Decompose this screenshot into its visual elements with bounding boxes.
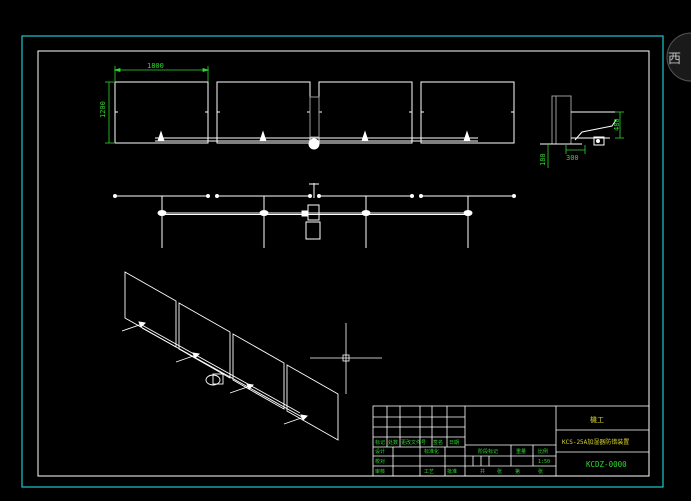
- watermark-badge: 西: [666, 32, 691, 82]
- plan-panel: [113, 194, 210, 248]
- front-drive-wheel: [308, 138, 320, 150]
- left-label-1: 校对: [375, 458, 385, 465]
- row-label-3: 签名: [433, 439, 443, 446]
- sheet-label-2: 第: [515, 468, 520, 475]
- project-name: KCS-25A加湿器防错装置: [562, 438, 629, 446]
- front-panel: [216, 81, 311, 144]
- iso-panel: [283, 364, 339, 441]
- inner-frame: [37, 50, 650, 477]
- title-block: [372, 405, 650, 477]
- front-view: [114, 81, 515, 150]
- mid-label-1: 重量: [516, 448, 526, 455]
- front-panel: [420, 81, 515, 144]
- iso-panel: [121, 271, 177, 348]
- outer-frame: [21, 35, 664, 488]
- side-motor: [593, 136, 605, 146]
- dim-side-height: 480: [613, 118, 621, 131]
- standard-label: 标准化: [424, 448, 439, 455]
- dim-panel-height: 1200: [99, 101, 107, 118]
- plan-view: [113, 183, 516, 248]
- dim-side-base: 180: [539, 153, 547, 166]
- plan-panel: [215, 194, 312, 248]
- plan-panel: [317, 194, 414, 248]
- iso-panel: [229, 333, 285, 410]
- sheet-label-3: 张: [538, 468, 543, 475]
- left-label-2: 审核: [375, 468, 385, 475]
- dim-side-width: 300: [566, 154, 579, 162]
- isometric-view: [121, 271, 339, 441]
- sheet-label-1: 张: [497, 468, 502, 475]
- sheet-label-0: 共: [480, 468, 485, 475]
- row-label-4: 日期: [449, 440, 459, 446]
- watermark-char: 西: [668, 52, 681, 67]
- left-label-0: 设计: [375, 448, 385, 455]
- iso-panel: [175, 302, 231, 379]
- side-dimensions: [547, 111, 624, 168]
- left-label-3: 工艺: [424, 469, 434, 475]
- mid-label-0: 阶段标记: [478, 448, 498, 455]
- row-label-0: 标记: [375, 439, 385, 446]
- side-view: [540, 95, 617, 146]
- scale-value: 1:50: [538, 459, 550, 465]
- front-dimensions: [105, 66, 210, 144]
- front-panel: [318, 81, 413, 144]
- drawing-number: KCDZ-0000: [586, 460, 627, 469]
- row-label-1: 处数: [388, 439, 398, 446]
- title-block-texts: 标记 处数 更改文件号 签名 日期 设计 标准化 校对 审核 工艺 批准 阶段标…: [375, 439, 550, 475]
- plan-drive-unit: [307, 204, 320, 221]
- plan-motor: [305, 221, 321, 240]
- dim-panel-width: 1800: [147, 62, 164, 70]
- approve-label: 批准: [447, 468, 457, 475]
- row-label-2: 更改文件号: [401, 439, 426, 446]
- plan-panel: [419, 194, 516, 248]
- front-drive-housing: [309, 96, 320, 138]
- company-name: 機工: [590, 415, 604, 424]
- crosshair-cursor: [310, 323, 382, 394]
- front-panel: [114, 81, 209, 144]
- mid-label-2: 比例: [538, 448, 548, 455]
